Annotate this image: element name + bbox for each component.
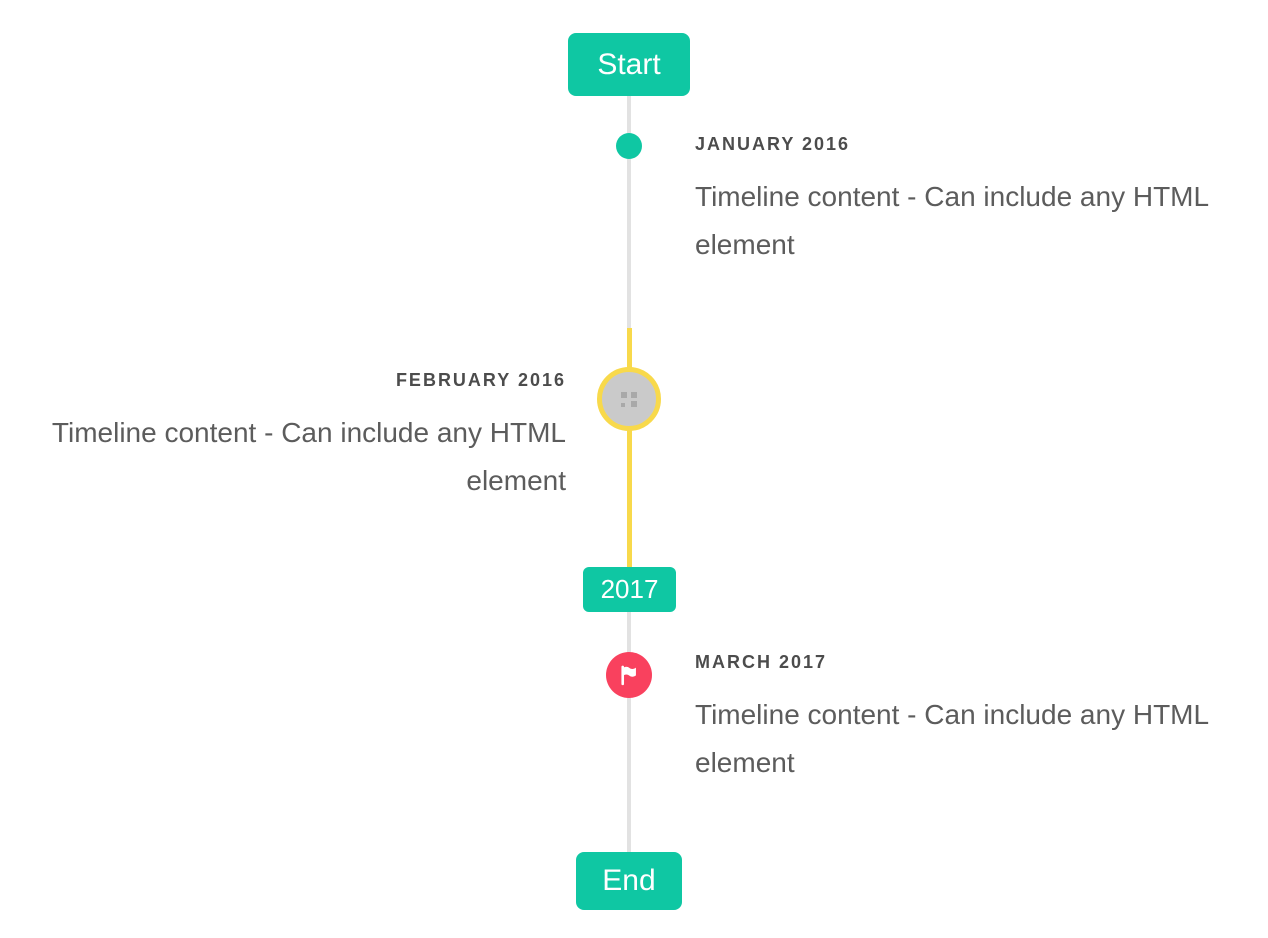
year-badge: 2017	[583, 567, 676, 612]
timeline-line-segment-highlight	[626, 328, 632, 568]
february-marker-disc	[597, 367, 661, 431]
flag-icon	[616, 662, 642, 688]
item-title: FEBRUARY 2016	[395, 370, 566, 390]
timeline-item-february: FEBRUARY 2016 Timeline content - Can inc…	[31, 369, 566, 505]
end-badge: End	[576, 852, 682, 910]
start-badge: Start	[568, 33, 690, 96]
january-marker-dot	[616, 133, 642, 159]
item-content: Timeline content - Can include any HTML …	[695, 699, 1209, 778]
item-title: JANUARY 2016	[695, 134, 851, 154]
timeline-line-segment-bottom	[627, 612, 631, 852]
item-content: Timeline content - Can include any HTML …	[695, 181, 1209, 260]
broken-image-icon	[621, 391, 637, 407]
timeline-line-segment-top	[627, 96, 631, 328]
item-content: Timeline content - Can include any HTML …	[51, 417, 566, 496]
item-title: MARCH 2017	[695, 652, 828, 672]
march-marker-circle	[606, 652, 652, 698]
timeline-item-january: JANUARY 2016 Timeline content - Can incl…	[695, 133, 1230, 269]
timeline-item-march: MARCH 2017 Timeline content - Can includ…	[695, 651, 1230, 787]
